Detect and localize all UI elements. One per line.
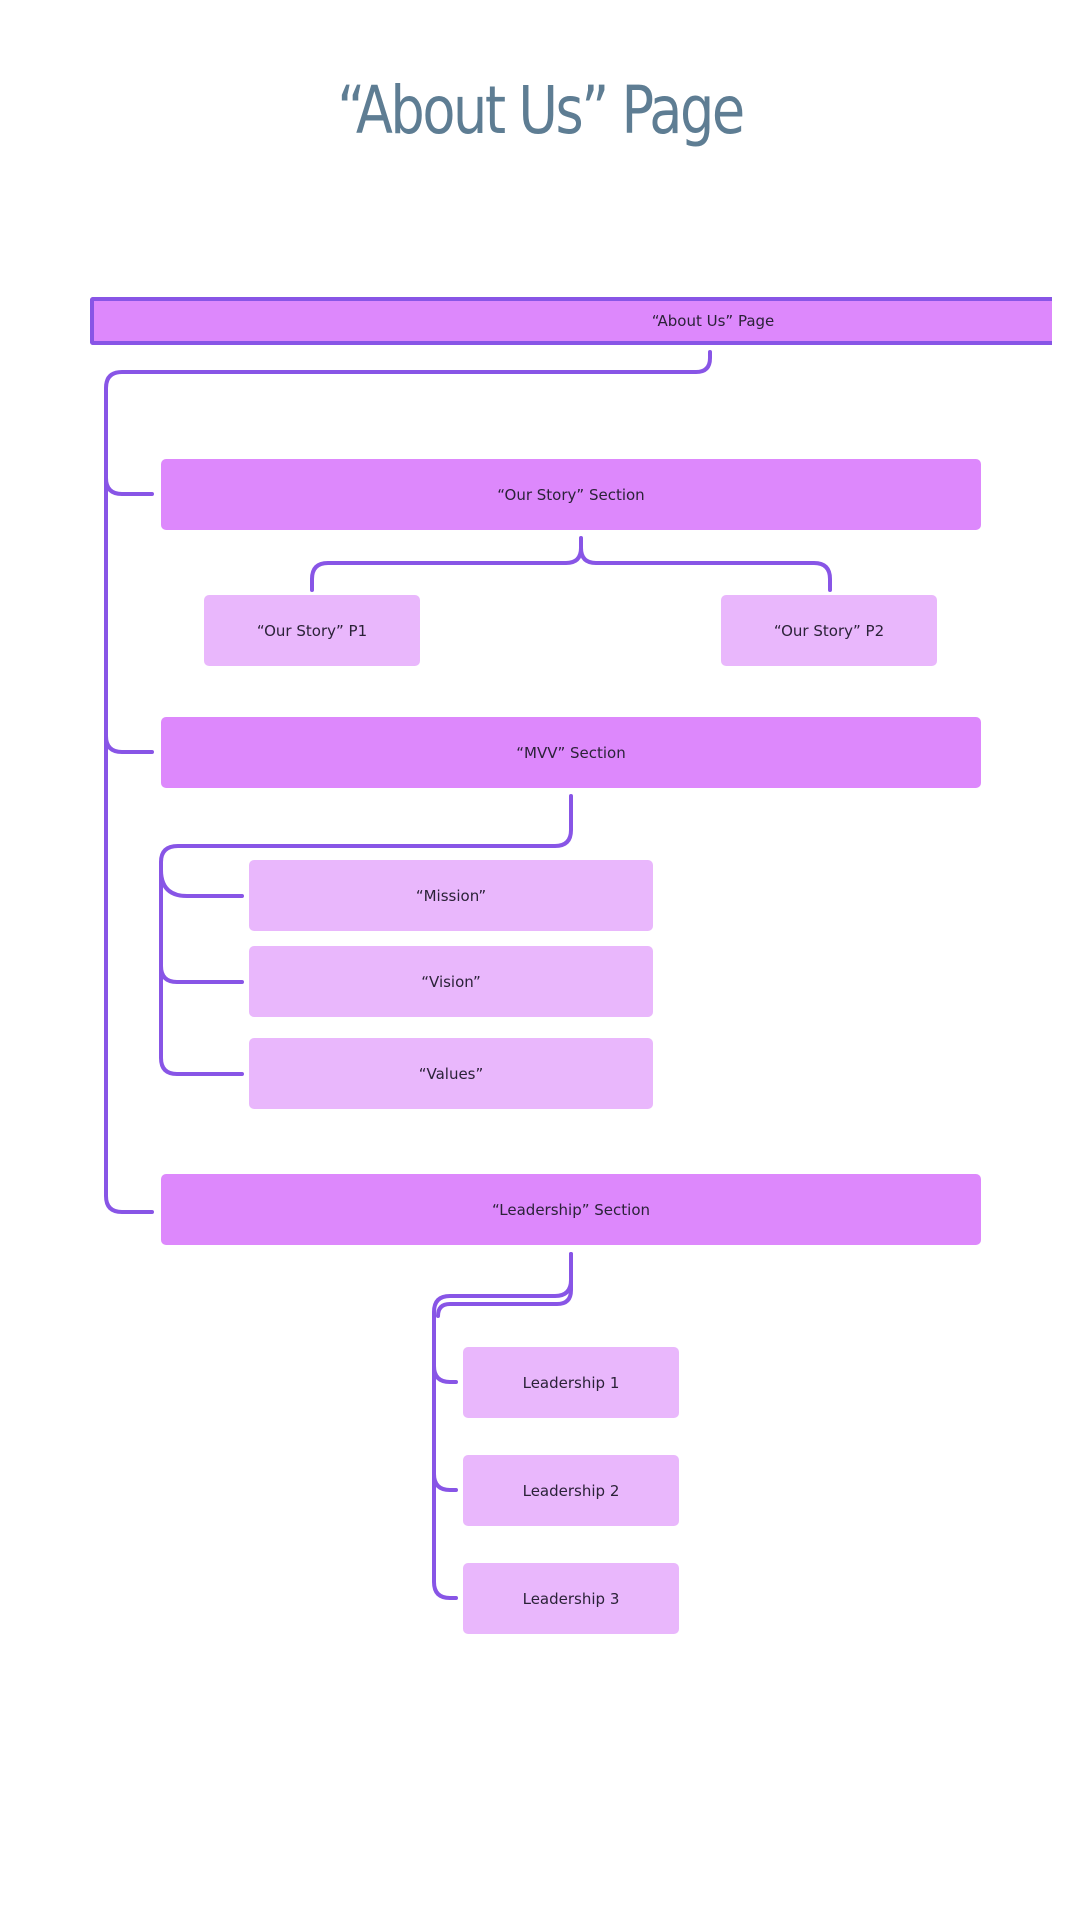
item-label: Leadership 1 [522,1373,620,1392]
item-our-story-p2: “Our Story” P2 [721,595,937,666]
connector-our-story-split [310,536,583,592]
connector-to-mission [159,868,244,898]
item-leadership-3: Leadership 3 [463,1563,679,1634]
section-label: “Our Story” Section [497,485,645,504]
item-label: “Mission” [415,886,487,905]
connector-to-leadership-2 [432,1472,458,1492]
item-mission: “Mission” [249,860,653,931]
connector-to-mvv [104,734,154,754]
item-leadership-2: Leadership 2 [463,1455,679,1526]
item-label: “Vision” [421,972,481,991]
connector-to-vision [159,964,244,984]
item-label: Leadership 2 [522,1481,620,1500]
item-label: “Our Story” P1 [256,621,368,640]
section-label: “Leadership” Section [491,1200,651,1219]
item-label: “Our Story” P2 [773,621,885,640]
root-node-label: “About Us” Page [651,312,775,330]
connector-root-trunk [104,350,712,1214]
item-label: Leadership 3 [522,1589,620,1608]
connector-our-story-right [579,546,832,592]
item-vision: “Vision” [249,946,653,1017]
section-leadership: “Leadership” Section [161,1174,981,1245]
item-values: “Values” [249,1038,653,1109]
root-node-about-us-page: “About Us” Page [90,297,1052,345]
connector-to-our-story [104,476,154,496]
connector-mvv-trunk [159,794,573,1076]
item-our-story-p1: “Our Story” P1 [204,595,420,666]
section-label: “MVV” Section [516,743,626,762]
section-our-story: “Our Story” Section [161,459,981,530]
item-label: “Values” [418,1064,484,1083]
connector-to-leadership-1 [432,1364,458,1384]
section-mvv: “MVV” Section [161,717,981,788]
connector-leadership-outer [432,1252,573,1600]
page-title: “About Us” Page [337,72,745,149]
connector-leadership-inner [436,1252,573,1318]
item-leadership-1: Leadership 1 [463,1347,679,1418]
